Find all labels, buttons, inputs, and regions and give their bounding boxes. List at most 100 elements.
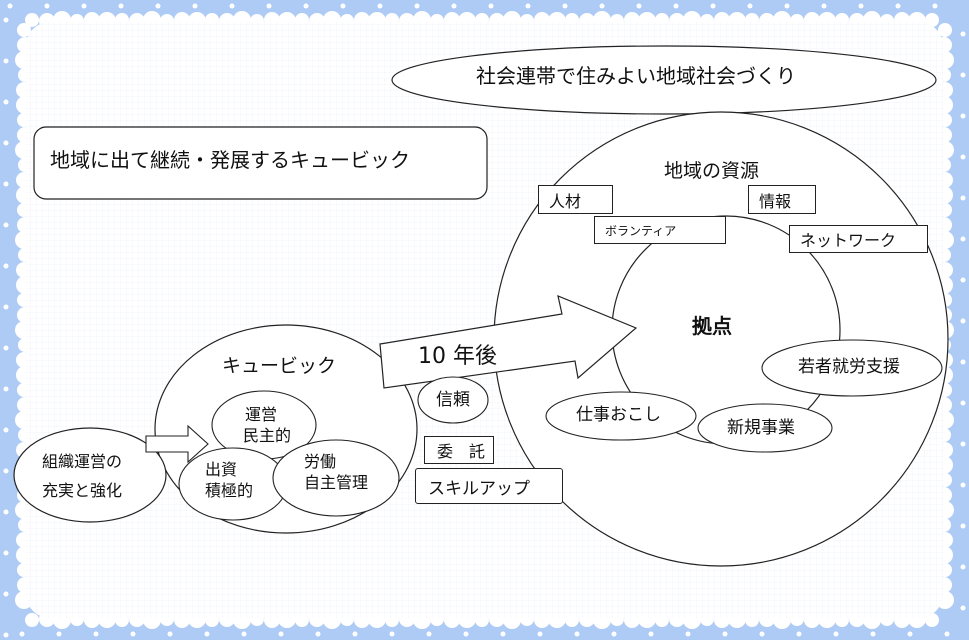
new-business-text: 新規事業 [727, 418, 795, 438]
border-bubble [938, 23, 952, 37]
border-bubble [960, 318, 966, 324]
job-creation-ellipse [545, 391, 697, 441]
border-bubble [925, 13, 939, 27]
border-bubble [710, 3, 716, 9]
border-bubble [562, 3, 568, 9]
resources-label: 地域の資源 [664, 160, 760, 182]
big-arrow [379, 295, 638, 389]
border-bubble [960, 195, 966, 201]
border-bubble [488, 3, 494, 9]
origin-line2: 充実と強化 [42, 481, 123, 500]
border-bubble [266, 3, 272, 9]
labor-line2: 自主管理 [304, 473, 369, 492]
border-bubble [944, 631, 950, 637]
origin-ellipse [13, 427, 167, 523]
title-text: 地域に出て継続・発展するキュービック [50, 148, 410, 172]
skill-up-box: スキルアップ [415, 468, 563, 504]
border-bubble [960, 154, 966, 160]
border-bubble [796, 631, 802, 637]
border-bubble [574, 631, 580, 637]
border-bubble [932, 3, 938, 9]
border-bubble [167, 631, 173, 637]
border-bubble [241, 631, 247, 637]
border-bubble [192, 3, 198, 9]
border-bubble [93, 631, 99, 637]
governance-line2: 民主的 [243, 426, 292, 445]
border-bubble [833, 631, 839, 637]
border-bubble [204, 631, 210, 637]
trust-text: 信頼 [436, 390, 470, 410]
border-bubble [599, 3, 605, 9]
border-bubble [960, 523, 966, 529]
border-bubble [907, 631, 913, 637]
border-bubble [3, 386, 9, 392]
border-bubble [25, 13, 39, 27]
border-bubble [960, 441, 966, 447]
border-bubble [722, 631, 728, 637]
border-bubble [960, 72, 966, 78]
border-bubble [463, 631, 469, 637]
resource-info: 情報 [748, 185, 816, 214]
border-bubble [960, 564, 966, 570]
goal-ellipse [391, 45, 937, 115]
border-bubble [960, 400, 966, 406]
border-bubble [673, 3, 679, 9]
border-bubble [3, 263, 9, 269]
governance-line1: 運営 [245, 405, 278, 424]
border-bubble [3, 140, 9, 146]
border-bubble [451, 3, 457, 9]
border-bubble [960, 236, 966, 242]
title-box [33, 126, 488, 200]
border-bubble [3, 17, 9, 23]
border-bubble [3, 632, 9, 638]
border-bubble [759, 631, 765, 637]
border-bubble [340, 3, 346, 9]
border-bubble [960, 277, 966, 283]
border-bubble [315, 631, 321, 637]
resource-people: 人材 [538, 185, 613, 214]
new-business-ellipse [697, 403, 833, 453]
border-bubble [3, 468, 9, 474]
border-bubble [3, 509, 9, 515]
border-bubble [426, 631, 432, 637]
border-bubble [377, 3, 383, 9]
border-bubble [636, 3, 642, 9]
border-bubble [3, 99, 9, 105]
border-bubble [3, 591, 9, 597]
border-bubble [960, 482, 966, 488]
border-bubble [17, 23, 31, 37]
hub-label: 拠点 [692, 314, 732, 338]
border-bubble [7, 3, 13, 9]
border-bubble [611, 631, 617, 637]
job-creation-text: 仕事おこし [576, 405, 661, 425]
border-bubble [960, 605, 966, 611]
border-bubble [3, 222, 9, 228]
small-arrow [145, 424, 209, 464]
border-bubble [784, 3, 790, 9]
trust-ellipse [417, 376, 489, 424]
border-bubble [858, 3, 864, 9]
resource-volunteer: ボランティア [594, 216, 726, 244]
investment-line2: 積極的 [205, 481, 254, 500]
border-bubble [19, 631, 25, 637]
border-bubble [960, 113, 966, 119]
border-bubble [3, 304, 9, 310]
border-bubble [500, 631, 506, 637]
border-bubble [3, 345, 9, 351]
border-bubble [3, 58, 9, 64]
border-bubble [118, 3, 124, 9]
border-bubble [3, 550, 9, 556]
border-bubble [278, 631, 284, 637]
border-bubble [685, 631, 691, 637]
border-bubble [25, 613, 39, 627]
border-bubble [414, 3, 420, 9]
border-bubble [3, 427, 9, 433]
border-bubble [352, 631, 358, 637]
investment-line1: 出資 [205, 460, 238, 479]
border-bubble [925, 613, 939, 627]
border-bubble [229, 3, 235, 9]
border-bubble [44, 3, 50, 9]
border-bubble [3, 181, 9, 187]
